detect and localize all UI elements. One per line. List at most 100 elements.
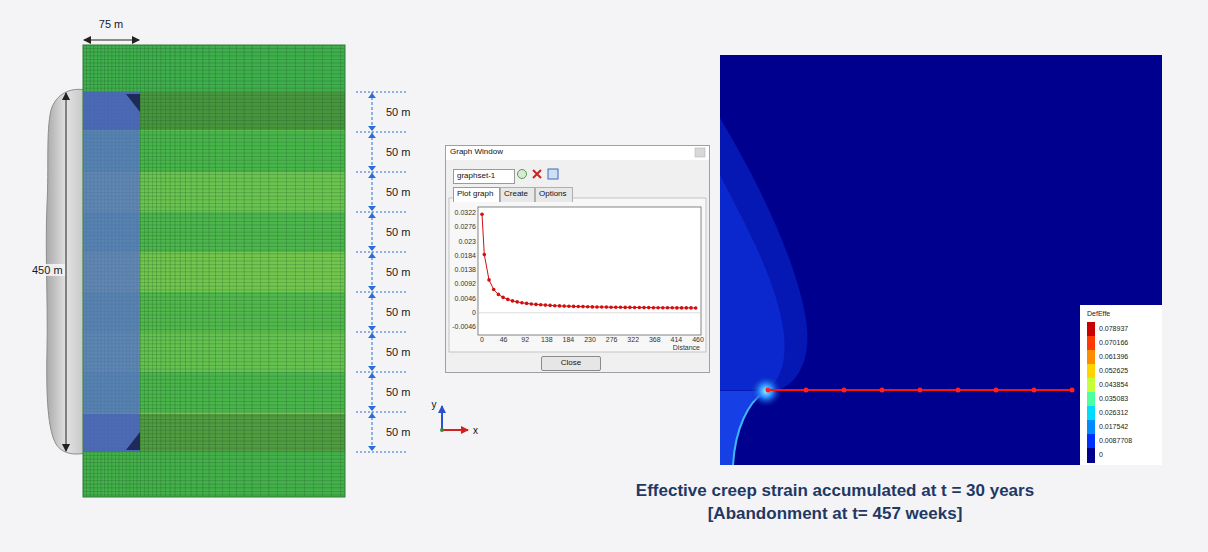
curve-point <box>539 303 543 307</box>
curve-point <box>515 300 519 304</box>
curve-point <box>666 306 670 310</box>
tick-label: 0.0184 <box>455 252 476 260</box>
curve-point <box>501 296 505 300</box>
ladder-arrow <box>368 366 376 371</box>
ladder-arrow <box>368 246 376 251</box>
curve-point <box>483 253 487 257</box>
icon-export <box>548 169 558 179</box>
curve-point <box>520 301 524 305</box>
button-label: Options <box>539 190 569 199</box>
ladder-tick <box>356 452 408 453</box>
legend-title: DefEffe <box>1087 310 1110 318</box>
ladder-tick <box>356 212 408 213</box>
roof-band <box>140 92 345 130</box>
ladder-line <box>372 92 373 452</box>
mesh-line <box>83 466 345 467</box>
dimension-label: 50 m <box>386 386 410 398</box>
curve-point <box>530 302 534 306</box>
tick-label: 460 <box>692 336 704 344</box>
mesh-line <box>83 59 345 60</box>
curve-point <box>647 306 651 310</box>
ladder-tick <box>356 92 408 93</box>
ladder-arrow <box>368 253 376 258</box>
legend-swatch <box>1087 378 1095 393</box>
mesh-line <box>83 455 345 456</box>
contour-field <box>720 55 1162 465</box>
tick-label: 368 <box>649 336 661 344</box>
curve-point <box>506 298 510 302</box>
ladder-arrow <box>368 373 376 378</box>
legend-swatch <box>1087 336 1095 351</box>
dropdown: graphset-1 <box>453 169 515 184</box>
window-titlebar <box>445 145 710 160</box>
cavern-floor <box>83 414 140 452</box>
probe-point <box>842 388 847 393</box>
legend-value: 0.052625 <box>1099 367 1128 375</box>
curve-point <box>497 293 501 297</box>
button-label: graphset-1 <box>457 172 511 181</box>
curve-point <box>652 306 656 310</box>
ladder-tick <box>356 252 408 253</box>
mesh-line <box>83 477 345 478</box>
plot-curve <box>478 212 701 312</box>
ladder-tick <box>356 412 408 413</box>
ladder-arrow <box>368 206 376 211</box>
dimension-label: 50 m <box>386 346 410 358</box>
ladder-arrow <box>368 326 376 331</box>
curve-point <box>553 304 557 308</box>
graph-window: Graph Window graphset-1Plot graph Create Op… <box>445 145 710 373</box>
curve-point <box>586 305 590 309</box>
ladder-arrow <box>368 93 376 98</box>
mesh-line <box>83 459 345 460</box>
window-title: Graph Window <box>450 148 705 157</box>
legend-swatch <box>1087 420 1095 435</box>
dimension-label: 75 m <box>99 18 123 30</box>
legend-value: 0.070166 <box>1099 339 1128 347</box>
axis-label: x <box>473 425 478 436</box>
curve-point <box>591 305 595 309</box>
contour-plume <box>720 175 785 390</box>
legend-swatch <box>1087 406 1095 421</box>
ladder-arrow <box>368 333 376 338</box>
mesh-band <box>83 412 345 452</box>
tab: Create <box>500 187 535 202</box>
legend-value: 0.0087708 <box>1099 437 1132 445</box>
dimension-label: 450 m <box>30 264 65 276</box>
curve-point <box>670 306 674 310</box>
button-label: Plot graph <box>457 190 496 199</box>
mesh-line <box>83 84 345 85</box>
tick-label: 322 <box>627 336 639 344</box>
probe-point <box>956 388 961 393</box>
tick-label: 0 <box>480 336 484 344</box>
curve-point <box>642 306 646 310</box>
axis-x-arrow <box>442 429 468 431</box>
mesh-line <box>83 473 345 474</box>
axis-y-arrow <box>441 406 443 430</box>
curve-point <box>633 306 637 310</box>
dimension-label: 50 m <box>386 426 410 438</box>
probe-point <box>994 388 999 393</box>
dimension-label: 50 m <box>386 186 410 198</box>
legend-value: 0.078937 <box>1099 325 1128 333</box>
dimension-label: 50 m <box>386 106 410 118</box>
close-button: Close <box>541 356 601 371</box>
tick-label: 0.023 <box>458 238 476 246</box>
mesh-line <box>83 88 345 89</box>
curve-point <box>525 302 529 306</box>
mesh-line <box>83 480 345 481</box>
ladder-tick <box>356 132 408 133</box>
mesh-line <box>83 55 345 56</box>
tick-label: -0.0046 <box>452 323 476 331</box>
curve-point <box>638 306 642 310</box>
ladder-tick <box>356 172 408 173</box>
window-close-x <box>695 148 705 157</box>
corner-mark <box>126 94 140 112</box>
mesh-line <box>83 81 345 82</box>
dimension-label: 50 m <box>386 266 410 278</box>
curve-point <box>628 306 632 310</box>
curve-point <box>581 305 585 309</box>
tick-label: 414 <box>671 336 683 344</box>
legend-value: 0 <box>1099 451 1103 459</box>
dimension-line <box>66 93 67 451</box>
ladder-tick <box>356 332 408 333</box>
